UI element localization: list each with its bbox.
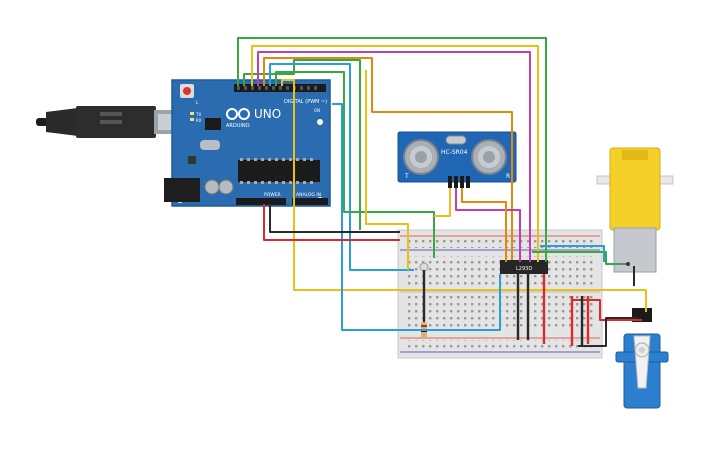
rx-label: RX [196, 118, 202, 123]
on-label: ON [314, 108, 320, 113]
wire-green-1[interactable] [237, 37, 547, 262]
wire-green-3[interactable] [275, 71, 435, 258]
arduino-logo-label: ARDUINO [226, 123, 250, 129]
wire-yellow-2[interactable] [281, 79, 647, 312]
analog-label: ANALOG IN [296, 192, 321, 198]
wires [237, 37, 647, 347]
analog-header [292, 198, 328, 205]
driver-chip-label: L293D [516, 266, 532, 272]
arduino-logo-icon [226, 108, 250, 120]
arduino-board[interactable]: DIGITAL (PWM ~) UNO ARDUINO TX RX L ON [164, 79, 331, 207]
wire-magenta-1[interactable] [257, 51, 531, 262]
digital-label: DIGITAL (PWM ~) [284, 99, 327, 105]
led[interactable] [419, 262, 429, 272]
wire-black-1[interactable] [269, 204, 400, 233]
sensor-t-label: T [404, 173, 409, 180]
wire-black-2[interactable] [578, 317, 638, 347]
wire-red-1[interactable] [263, 204, 400, 241]
wire-orange-1[interactable] [263, 57, 513, 260]
l-label: L [196, 100, 199, 105]
tx-label: TX [195, 112, 201, 117]
wire-yellow-1[interactable] [251, 45, 539, 262]
servo-motor[interactable] [615, 308, 669, 409]
wire-red-2[interactable] [572, 299, 642, 321]
usb-cable [36, 106, 182, 138]
wire-yellow-4[interactable] [434, 188, 451, 217]
wire-yellow-3[interactable] [365, 70, 409, 270]
wire-green-2[interactable] [243, 59, 361, 230]
wire-blue-3[interactable] [540, 245, 605, 262]
wire-blue-1[interactable] [269, 63, 414, 271]
l293d-driver-chip[interactable]: L293D [500, 260, 548, 274]
dc-gear-motor[interactable] [596, 147, 674, 273]
sensor-r-label: R [506, 173, 510, 180]
power-header [236, 198, 286, 205]
wire-magenta-2[interactable] [455, 188, 521, 262]
wire-orange-2[interactable] [461, 188, 507, 262]
wire-green-4[interactable] [532, 251, 620, 265]
power-label: POWER [264, 192, 281, 198]
wire-blue-2[interactable] [332, 103, 501, 331]
jumper-wires [422, 270, 590, 346]
sensor-model-label: HC-SR04 [441, 149, 468, 156]
uno-label: UNO [254, 107, 281, 121]
ultrasonic-sensor[interactable]: HC-SR04 T R [397, 131, 517, 188]
power-jack [164, 178, 200, 202]
microcontroller-chip [238, 160, 320, 182]
